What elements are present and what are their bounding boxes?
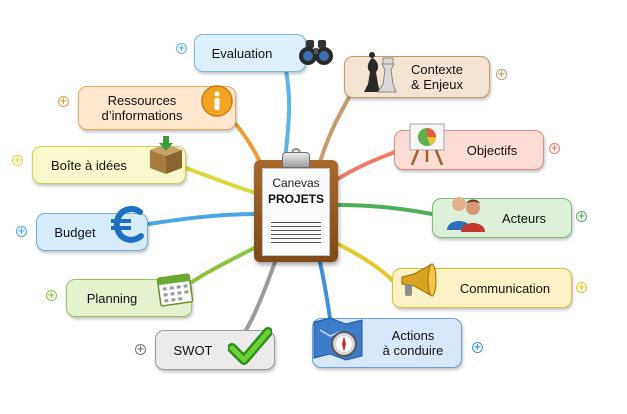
connector-actions xyxy=(318,260,332,320)
expand-evaluation-button[interactable]: + xyxy=(176,43,187,54)
expand-planning-button[interactable]: + xyxy=(46,290,57,301)
checkmark-icon xyxy=(228,327,272,365)
megaphone-icon xyxy=(401,263,437,297)
node-budget-label: Budget xyxy=(54,224,96,240)
paper-line xyxy=(271,226,321,227)
node-evaluation[interactable]: Evaluation xyxy=(194,34,306,72)
compass-map-icon xyxy=(313,317,363,361)
paper-line xyxy=(271,222,321,223)
node-objectifs-label: Objectifs xyxy=(466,142,518,158)
expand-objectifs-button[interactable]: + xyxy=(549,143,560,154)
expand-contexte-button[interactable]: + xyxy=(496,69,507,80)
connector-objectifs xyxy=(334,150,397,182)
node-communication-label: Communication xyxy=(459,280,551,296)
euro-icon xyxy=(111,206,144,243)
paper-line xyxy=(271,234,321,235)
central-topic[interactable]: Canevas PROJETS xyxy=(254,148,338,262)
paper-line xyxy=(271,242,321,243)
expand-swot-button[interactable]: + xyxy=(135,344,146,355)
node-evaluation-label: Evaluation xyxy=(211,45,273,61)
clipboard-clip xyxy=(282,152,310,168)
node-actions-label: Actions à conduire xyxy=(382,328,444,358)
paper-line xyxy=(271,238,321,239)
connector-budget xyxy=(146,212,258,226)
info-icon xyxy=(201,85,233,117)
connector-evaluation xyxy=(283,68,292,162)
node-acteurs-label: Acteurs xyxy=(501,210,547,226)
node-swot-label: SWOT xyxy=(173,342,213,358)
node-planning-label: Planning xyxy=(86,290,138,306)
connector-swot xyxy=(244,260,277,332)
box-icon xyxy=(150,136,182,174)
expand-actions-button[interactable]: + xyxy=(472,342,483,353)
node-contexte-label: Contexte & Enjeux xyxy=(410,62,464,92)
paper-line xyxy=(271,230,321,231)
node-boite-label: Boîte à idées xyxy=(51,157,127,173)
central-topic-line2: PROJETS xyxy=(267,192,324,206)
people-icon xyxy=(447,197,485,232)
expand-boite-button[interactable]: + xyxy=(12,155,23,166)
expand-budget-button[interactable]: + xyxy=(16,226,27,237)
connector-acteurs xyxy=(336,203,434,216)
easel-chart-icon xyxy=(409,123,445,166)
expand-communication-button[interactable]: + xyxy=(576,282,587,293)
binoculars-icon xyxy=(299,40,333,65)
connector-boite xyxy=(184,166,258,195)
calendar-icon xyxy=(156,273,194,307)
central-topic-line1: Canevas xyxy=(272,176,320,190)
connector-communication xyxy=(332,240,394,282)
node-ressources-label: Ressources d’informations xyxy=(101,93,183,123)
expand-acteurs-button[interactable]: + xyxy=(576,211,587,222)
expand-ressources-button[interactable]: + xyxy=(58,96,69,107)
chess-icon xyxy=(364,52,397,93)
clipboard-paper xyxy=(262,168,330,256)
connector-planning xyxy=(190,243,262,284)
